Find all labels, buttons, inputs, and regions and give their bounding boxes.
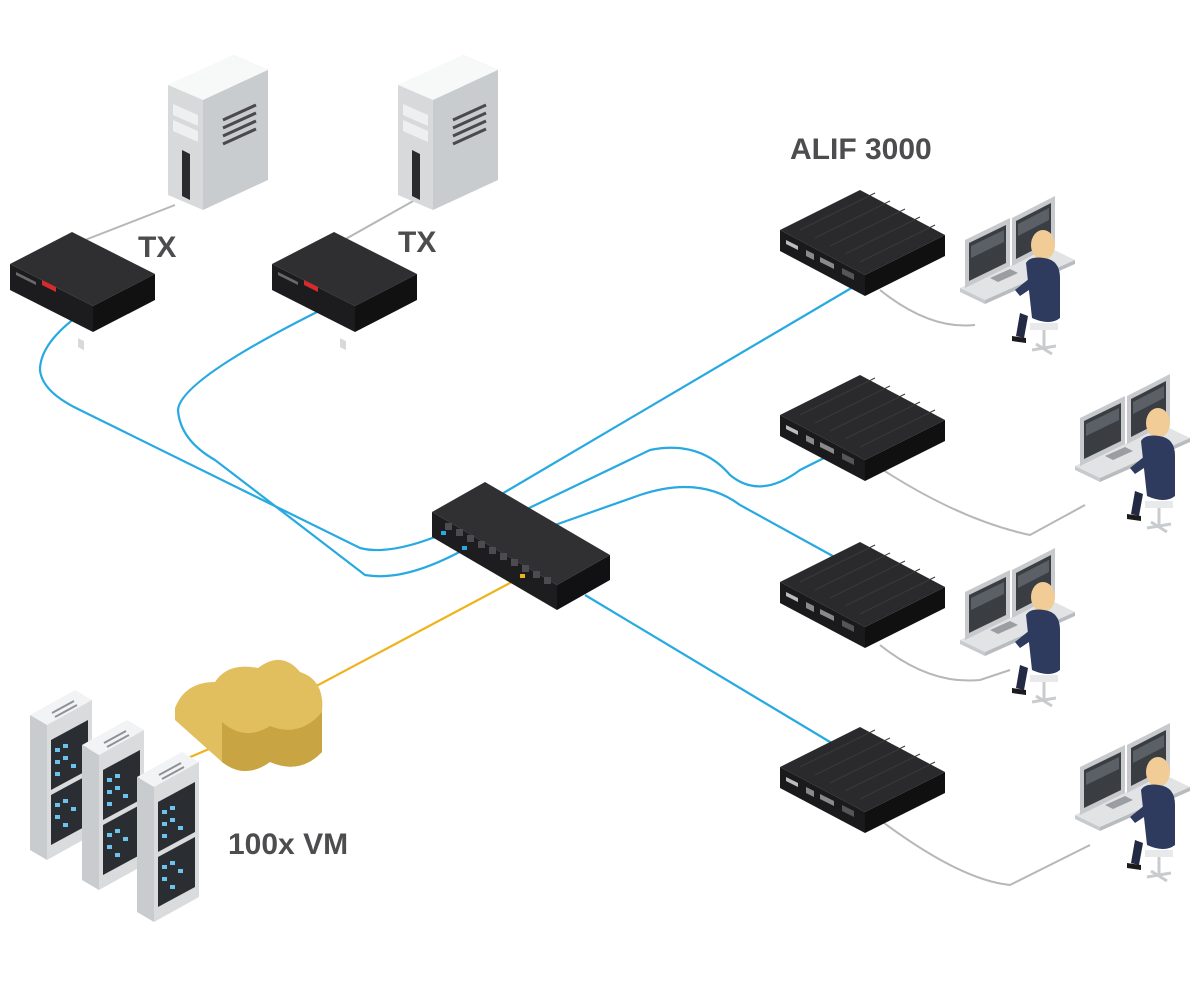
operator-workstation-icon — [958, 194, 1077, 356]
network-switch-icon — [432, 482, 610, 610]
alif-receiver-icon — [779, 726, 946, 834]
copper-links — [84, 199, 1091, 887]
tx-unit-icon — [10, 232, 155, 351]
operator-workstation-icon — [1073, 721, 1192, 883]
tx-unit-icon — [272, 232, 417, 351]
pc-tower-icon — [166, 53, 270, 212]
operator-workstation-icon — [1073, 372, 1192, 534]
tx-label-left: TX — [138, 231, 177, 264]
receiver-label: ALIF 3000 — [790, 133, 932, 166]
alif-receiver-icon — [779, 189, 946, 297]
vm-server-rack-icon — [81, 719, 145, 891]
cloud-icon — [175, 659, 323, 771]
vm-server-rack-icon — [136, 751, 200, 923]
tx-label-right: TX — [398, 226, 437, 259]
operator-workstation-icon — [958, 546, 1077, 708]
vm-label: 100x VM — [228, 828, 349, 861]
pc-tower-icon — [396, 53, 500, 212]
alif-receiver-icon — [779, 374, 946, 482]
fiber-links — [38, 279, 866, 761]
alif-receiver-icon — [779, 541, 946, 649]
